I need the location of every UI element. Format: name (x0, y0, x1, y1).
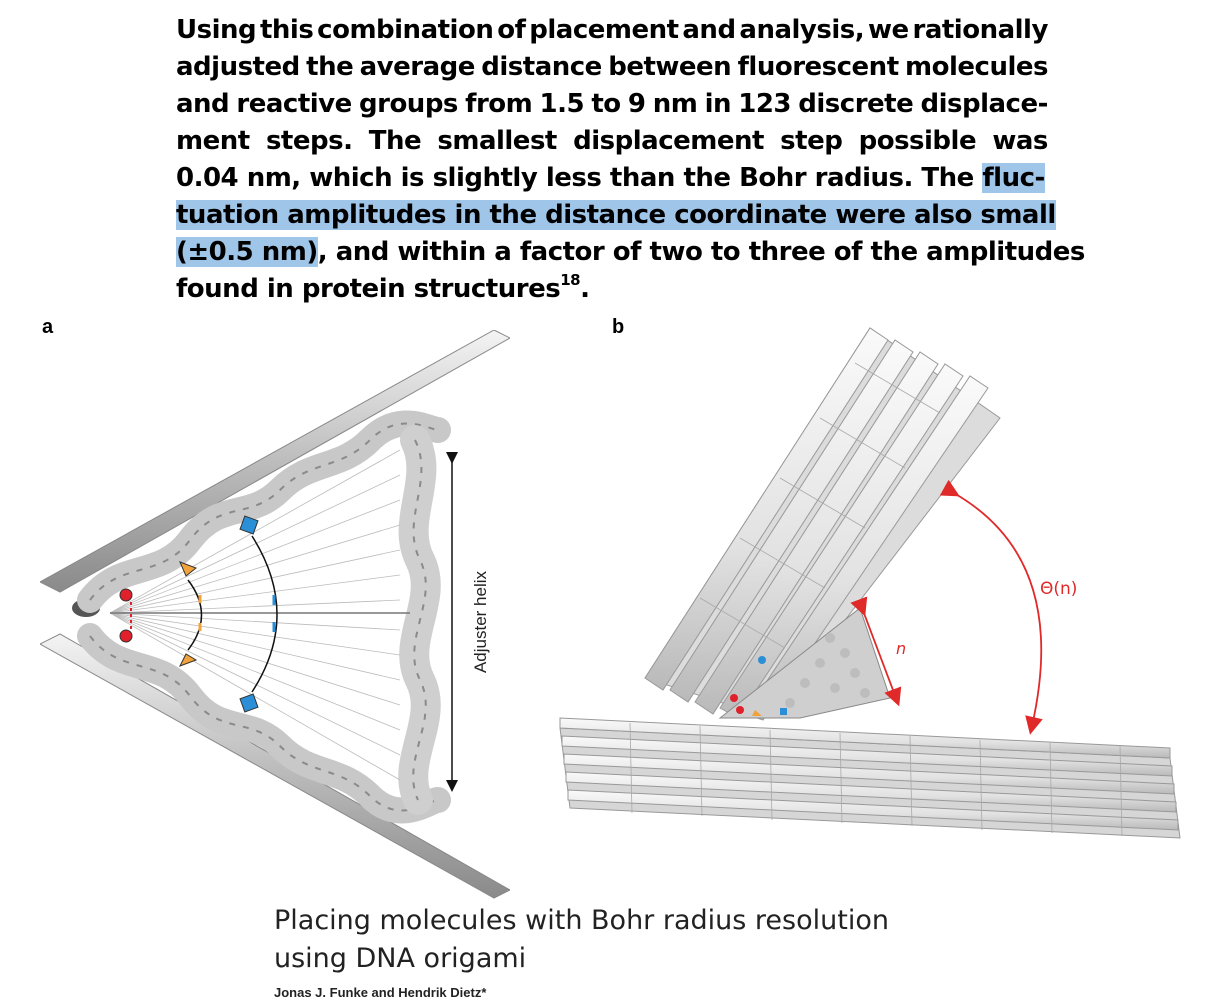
word: combination (317, 15, 494, 45)
panel-b-illustration: n Θ(n) (559, 327, 1181, 839)
word: 9 (627, 89, 646, 119)
word: from (465, 89, 533, 119)
word: Using (176, 15, 257, 45)
panel-b-label: b (612, 316, 625, 338)
paragraph-line: found in protein structures18. (176, 271, 1048, 308)
citation-superscript: 18 (560, 271, 581, 290)
highlighted-text[interactable]: (±0.5 nm) (176, 237, 318, 267)
red-marker (730, 694, 738, 702)
blue-marker (780, 708, 787, 715)
paragraph-line: tuation amplitudes in the distance coord… (176, 197, 1056, 234)
adjuster-helix-label: Adjuster helix (471, 570, 490, 673)
base-bundle (559, 717, 1181, 839)
word: nm (652, 89, 698, 119)
word: average (359, 52, 476, 82)
word: rationally (912, 15, 1049, 45)
red-marker (119, 629, 133, 643)
bottom-helix-texture (89, 635, 439, 812)
word: this (259, 15, 314, 45)
title-line: using DNA origami (274, 943, 527, 974)
theta-arc (939, 479, 1043, 735)
word: of (497, 15, 526, 45)
word: molecules (905, 52, 1048, 82)
word: between (608, 52, 732, 82)
word: distance (481, 52, 602, 82)
authors: Jonas J. Funke and Hendrik Dietz* (274, 985, 487, 1000)
paragraph-line: (±0.5 nm), and within a factor of two to… (176, 234, 1085, 271)
orange-marker (752, 710, 762, 716)
red-marker (736, 706, 744, 714)
top-helix-texture (89, 422, 439, 601)
word: was (992, 126, 1048, 156)
article-title: Placing molecules with Bohr radius resol… (274, 902, 974, 978)
paragraph-text: , and within a factor of two to three of… (317, 237, 1086, 267)
word: ment (176, 126, 250, 156)
word: smallest (437, 126, 557, 156)
word: analysis, (739, 15, 865, 45)
word: groups (359, 89, 458, 119)
word: adjusted (176, 52, 300, 82)
word: displace- (920, 89, 1048, 119)
word: placement (529, 15, 679, 45)
word: we (867, 15, 909, 45)
orange-arc (187, 579, 203, 651)
word: possible (858, 126, 977, 156)
blue-marker (239, 515, 259, 535)
word: and (176, 89, 230, 119)
word: step (780, 126, 843, 156)
word: and (682, 15, 736, 45)
n-arrow (850, 596, 902, 707)
title-line: Placing molecules with Bohr radius resol… (274, 905, 889, 936)
n-label: n (896, 639, 906, 658)
word: discrete (798, 89, 914, 119)
panel-a-illustration: Adjuster helix (40, 330, 510, 899)
blue-arc (251, 535, 278, 693)
word: to (591, 89, 621, 119)
panel-a-label: a (42, 316, 54, 338)
blue-marker (239, 693, 259, 713)
strand-fan (109, 449, 401, 781)
word: displacement (573, 126, 764, 156)
paragraph-text: . (580, 274, 590, 304)
word: 1.5 (539, 89, 585, 119)
red-marker (119, 588, 133, 602)
word: The (368, 126, 422, 156)
word: steps. (265, 126, 353, 156)
paragraph-text: 0.04 nm, which is slightly less than the… (176, 163, 983, 193)
paragraph-line: 0.04 nm, which is slightly less than the… (176, 160, 1048, 197)
word: in (704, 89, 732, 119)
highlighted-text[interactable]: tuation amplitudes in the distance coord… (176, 200, 1056, 230)
orange-marker (179, 561, 197, 577)
top-plate (40, 330, 510, 593)
adjuster-helix-texture (412, 439, 427, 801)
tilted-bundle (644, 327, 1001, 721)
top-helix (77, 410, 451, 613)
word: the (306, 52, 354, 82)
paragraph-text: found in protein structures (176, 274, 561, 304)
bottom-plate (40, 633, 510, 899)
theta-label: Θ(n) (1040, 579, 1077, 599)
word: 123 (738, 89, 792, 119)
orange-marker (178, 653, 198, 667)
word: fluorescent (737, 52, 900, 82)
highlighted-text[interactable]: fluc- (982, 163, 1045, 193)
blue-marker (758, 656, 766, 664)
word: reactive (236, 89, 352, 119)
